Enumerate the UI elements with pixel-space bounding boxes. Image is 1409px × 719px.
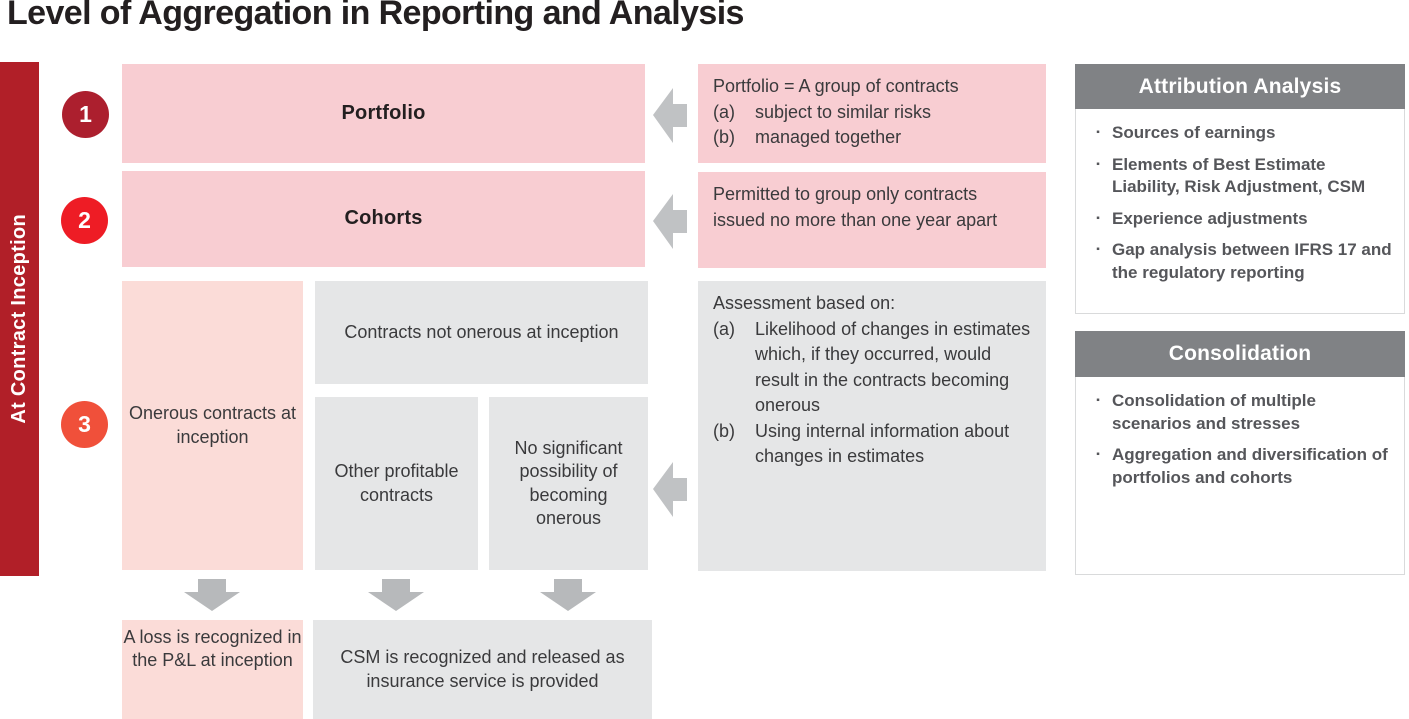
list-text: Aggregation and diversification of portf… (1112, 445, 1388, 487)
list-text: Consolidation of multiple scenarios and … (1112, 391, 1316, 433)
list-item: ▪ Elements of Best Estimate Liability, R… (1084, 154, 1394, 199)
consolidation-title: Consolidation (1168, 342, 1312, 365)
portfolio-box: Portfolio (122, 64, 645, 163)
onerous-contracts-box: Onerous contracts at inception (122, 281, 303, 570)
square-bullet-icon: ▪ (1096, 212, 1100, 224)
csm-recognized-text: CSM is recognized and released as insura… (340, 647, 625, 691)
cohorts-rule-box: Permitted to group only contracts issued… (698, 172, 1046, 268)
step-badge-3: 3 (61, 401, 108, 448)
list-marker: (a) (713, 318, 735, 339)
list-marker: (b) (713, 420, 735, 441)
consolidation-body: ▪ Consolidation of multiple scenarios an… (1075, 377, 1405, 575)
step-badge-2: 2 (61, 197, 108, 244)
square-bullet-icon: ▪ (1096, 127, 1100, 138)
list-text: Sources of earnings (1112, 123, 1276, 142)
loss-recognized-box: A loss is recognized in the P&L at incep… (122, 620, 303, 719)
step-badge-1: 1 (62, 91, 109, 138)
portfolio-definition-line: Portfolio = A group of contracts (713, 76, 959, 96)
list-text: Elements of Best Estimate Liability, Ris… (1112, 154, 1366, 197)
left-arrow-icon (653, 194, 687, 249)
consolidation-header: Consolidation (1075, 331, 1405, 377)
portfolio-label: Portfolio (341, 101, 426, 124)
not-onerous-box: Contracts not onerous at inception (315, 281, 648, 384)
csm-recognized-box: CSM is recognized and released as insura… (313, 620, 652, 719)
attribution-analysis-title: Attribution Analysis (1138, 74, 1342, 98)
list-text: Likelihood of changes in estimates which… (755, 318, 1031, 416)
cohorts-rule-text: Permitted to group only contracts issued… (713, 184, 998, 230)
left-arrow-icon (653, 88, 687, 143)
step-number: 1 (79, 101, 92, 127)
down-arrow-icon (184, 579, 240, 611)
assessment-title: Assessment based on: (713, 293, 896, 313)
list-text: Using internal information about changes… (755, 420, 1010, 467)
list-item: ▪ Gap analysis between IFRS 17 and the r… (1084, 239, 1394, 284)
attribution-analysis-body: ▪ Sources of earnings ▪ Elements of Best… (1075, 109, 1405, 314)
square-bullet-icon: ▪ (1096, 395, 1100, 406)
cohorts-label: Cohorts (344, 207, 423, 230)
square-bullet-icon: ▪ (1096, 158, 1100, 170)
list-text: Experience adjustments (1112, 208, 1308, 228)
list-marker: (a) (713, 101, 735, 122)
assessment-box: Assessment based on: (a) Likelihood of c… (698, 281, 1046, 571)
square-bullet-icon: ▪ (1096, 244, 1100, 256)
loss-recognized-text: A loss is recognized in the P&L at incep… (123, 627, 302, 671)
portfolio-definition-box: Portfolio = A group of contracts (a) sub… (698, 64, 1046, 163)
cohorts-box: Cohorts (122, 171, 645, 267)
step-number: 3 (78, 411, 91, 437)
down-arrow-icon (540, 579, 596, 611)
left-arrow-icon (653, 462, 687, 517)
list-marker: (b) (713, 127, 735, 148)
not-onerous-text: Contracts not onerous at inception (344, 321, 619, 342)
other-profitable-box: Other profitable contracts (315, 397, 478, 570)
no-significant-possibility-text: No significant possibility of becoming o… (514, 438, 623, 528)
list-item: ▪ Aggregation and diversification of por… (1084, 444, 1394, 489)
square-bullet-icon: ▪ (1096, 449, 1100, 461)
sidebar-at-contract-inception: At Contract Inception (0, 62, 39, 576)
list-text: Gap analysis between IFRS 17 and the reg… (1112, 240, 1392, 283)
list-item: ▪ Experience adjustments (1084, 208, 1394, 231)
onerous-contracts-text: Onerous contracts at inception (128, 403, 297, 447)
attribution-analysis-header: Attribution Analysis (1075, 64, 1405, 109)
other-profitable-text: Other profitable contracts (334, 461, 459, 505)
page-title: Level of Aggregation in Reporting and An… (7, 0, 744, 32)
list-item: ▪ Sources of earnings (1084, 122, 1394, 145)
sidebar-label: At Contract Inception (8, 214, 30, 424)
down-arrow-icon (368, 579, 424, 611)
list-item: ▪ Consolidation of multiple scenarios an… (1084, 390, 1394, 435)
list-text: managed together (755, 127, 902, 148)
list-text: subject to similar risks (755, 101, 932, 122)
step-number: 2 (78, 207, 91, 233)
no-significant-possibility-box: No significant possibility of becoming o… (489, 397, 648, 570)
